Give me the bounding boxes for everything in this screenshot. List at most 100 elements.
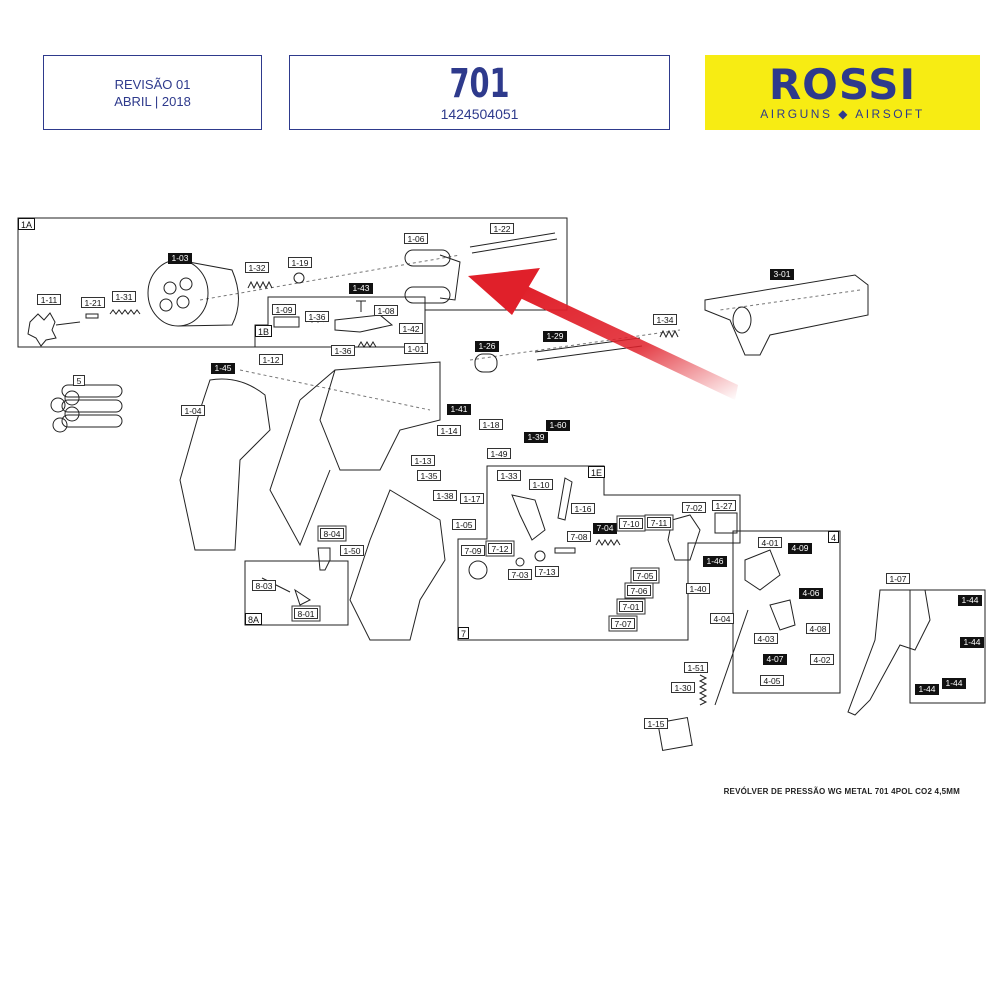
part-1-09 [273, 316, 300, 328]
part-label: 1-36 [305, 311, 329, 322]
part-label: 1-11 [37, 294, 61, 305]
revision-date: ABRIL | 2018 [114, 94, 191, 109]
section-8a-label: 8A [245, 613, 263, 625]
part-label: 8-04 [320, 528, 344, 539]
washer-1-19 [293, 272, 305, 284]
part-label: 1-44 [958, 595, 982, 606]
part-label: 1-43 [349, 283, 373, 294]
left-grip [179, 378, 271, 551]
rossi-logo: ROSSI AIRGUNS ◆ AIRSOFT [705, 55, 980, 130]
part-label: 8-01 [294, 608, 318, 619]
part-label: 4-06 [799, 588, 823, 599]
spring-1-34 [659, 329, 679, 339]
part-label: 1-22 [490, 223, 514, 234]
section-1-44-frame [909, 589, 986, 704]
pin-7-08 [554, 547, 576, 554]
part-label: 1-09 [272, 304, 296, 315]
revision-box: REVISÃO 01 ABRIL | 2018 [43, 55, 262, 130]
part-label: 1-50 [340, 545, 364, 556]
part-label: 7-12 [488, 543, 512, 554]
axis-line [199, 254, 461, 301]
part-label: 7-11 [647, 517, 671, 528]
part-label: 7-08 [567, 531, 591, 542]
hammer-1-08 [334, 314, 394, 333]
section-1a-label: 1A [18, 218, 36, 230]
part-label: 4-03 [754, 633, 778, 644]
part-label: 1-49 [487, 448, 511, 459]
pin-1-21 [85, 313, 99, 319]
part-label: 4-05 [760, 675, 784, 686]
part-label: 8-03 [252, 580, 276, 591]
axis-line [239, 369, 431, 411]
part-label: 1-51 [684, 662, 708, 673]
section-4-frame [732, 530, 841, 694]
axis-line [469, 329, 681, 361]
part-label: 1-44 [960, 637, 984, 648]
part-label: 1-35 [417, 470, 441, 481]
spring-1-36-b [357, 341, 377, 348]
part-label: 1-60 [546, 420, 570, 431]
section-7-label: 7 [458, 627, 470, 639]
model-box: 701 1424504051 [289, 55, 670, 130]
part-8-01 [294, 588, 311, 606]
wheel-7-09 [468, 560, 488, 580]
section-8a-frame [244, 560, 349, 626]
valve-8-04 [317, 547, 331, 571]
bushing-1-26 [474, 353, 498, 373]
logo-wordmark: ROSSI [768, 60, 917, 109]
part-label: 1-01 [404, 343, 428, 354]
screw-1-43 [356, 300, 366, 312]
ejector-star [27, 312, 57, 347]
right-grip [349, 489, 446, 641]
washer-7-12 [515, 557, 525, 567]
part-1-15 [657, 717, 693, 751]
part-label: 1-26 [475, 341, 499, 352]
part-label: 1-41 [447, 404, 471, 415]
part-label: 1-16 [571, 503, 595, 514]
part-label: 1-36 [331, 345, 355, 356]
part-label: 1-46 [703, 556, 727, 567]
part-label: 1-19 [288, 257, 312, 268]
part-label: 1-44 [915, 684, 939, 695]
part-label: 1-04 [181, 405, 205, 416]
part-label: 1-29 [543, 331, 567, 342]
washer-7-13 [534, 550, 546, 562]
part-label: 4-09 [788, 543, 812, 554]
revision-number: REVISÃO 01 [114, 77, 191, 92]
part-label: 4-04 [710, 613, 734, 624]
section-4-label: 4 [828, 531, 840, 543]
part-label: 1-13 [411, 455, 435, 466]
part-label: 1-08 [374, 305, 398, 316]
model-number: 701 [449, 61, 510, 107]
part-label: 1-18 [479, 419, 503, 430]
barrel-shroud [704, 274, 869, 356]
part-label: 1-44 [942, 678, 966, 689]
spring-1-32 [247, 280, 273, 290]
part-label: 7-05 [633, 570, 657, 581]
part-label: 7-13 [535, 566, 559, 577]
part-label: 1-30 [671, 682, 695, 693]
part-4-04 [714, 609, 749, 706]
part-label: 1-31 [112, 291, 136, 302]
part-label: 3-01 [770, 269, 794, 280]
part-label: 1-05 [452, 519, 476, 530]
part-label: 1-32 [245, 262, 269, 273]
part-label: 1-12 [259, 354, 283, 365]
section-1b-label: 1B [255, 325, 273, 337]
part-label: 7-01 [619, 601, 643, 612]
part-label: 1-03 [168, 253, 192, 264]
part-label: 4-08 [806, 623, 830, 634]
part-label: 7-03 [508, 569, 532, 580]
trigger-bar-1-16 [557, 477, 573, 521]
part-label: 7-07 [611, 618, 635, 629]
part-label: 1-15 [644, 718, 668, 729]
ammo-cylinders [50, 384, 123, 433]
part-label: 1-45 [211, 363, 235, 374]
product-caption: REVÓLVER DE PRESSÃO WG METAL 701 4POL CO… [723, 787, 960, 796]
part-label: 7-09 [461, 545, 485, 556]
part-label: 7-02 [682, 502, 706, 513]
part-label: 1-10 [529, 479, 553, 490]
red-arrow [468, 268, 738, 400]
part-label: 1-42 [399, 323, 423, 334]
